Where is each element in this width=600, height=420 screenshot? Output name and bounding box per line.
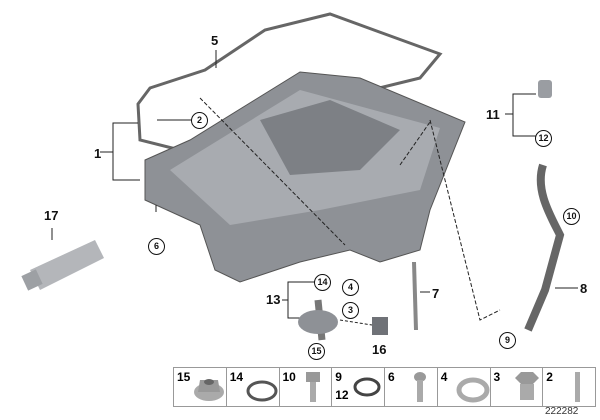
reference-number: 222282 (545, 406, 579, 417)
sensor-connector (372, 317, 388, 335)
small-parts-legend: 15 14 10 9 12 6 4 3 2 (173, 367, 596, 407)
callout-16: 16 (372, 342, 387, 357)
oil-level-sensor-base (298, 310, 338, 334)
bolt (412, 261, 418, 331)
callout-13: 13 (266, 292, 281, 307)
o-ring-icon (246, 380, 278, 402)
legend-cell: 15 (174, 368, 227, 406)
stud-icon (575, 372, 581, 402)
legend-label: 4 (440, 370, 448, 384)
callout-11: 11 (486, 107, 500, 122)
legend-cell: 3 (491, 368, 544, 406)
flange-bolt-icon (414, 372, 426, 402)
sealant-tube (30, 240, 104, 290)
legend-label: 2 (546, 370, 553, 384)
legend-label: 14 (229, 370, 244, 384)
legend-cell: 6 (385, 368, 438, 406)
legend-label: 6 (388, 370, 395, 384)
callout-2: 2 (191, 112, 208, 129)
oil-pan-sump (260, 100, 400, 175)
legend-cell: 4 (438, 368, 491, 406)
sealing-washer-icon (456, 377, 490, 403)
callout-9: 9 (499, 332, 516, 349)
hex-bolt-icon (305, 372, 320, 402)
dipstick-handle (538, 80, 552, 98)
callout-10: 10 (563, 208, 580, 225)
legend-label: 10 (282, 370, 296, 384)
leader-line (339, 319, 373, 326)
drain-plug-icon (514, 372, 539, 400)
callout-17: 17 (44, 208, 59, 223)
legend-cell: 10 (280, 368, 333, 406)
legend-label: 9 (335, 370, 342, 384)
callout-5: 5 (211, 33, 219, 48)
callout-12: 12 (535, 130, 552, 147)
bracket-line (100, 122, 140, 181)
callout-14: 14 (314, 274, 331, 291)
legend-cell: 2 (543, 368, 595, 406)
flange-nut-icon (194, 379, 224, 401)
o-ring-icon (353, 377, 381, 397)
callout-4: 4 (342, 279, 359, 296)
dipstick-guide-tube (524, 163, 565, 332)
callout-1: 1 (94, 146, 102, 161)
legend-cell: 9 12 (332, 368, 385, 406)
legend-cell: 14 (227, 368, 280, 406)
callout-15: 15 (308, 343, 325, 360)
sealant-tube-cap (21, 269, 43, 291)
legend-label: 3 (493, 370, 501, 384)
bracket-line (505, 93, 536, 137)
legend-label: 12 (335, 388, 349, 402)
callout-7: 7 (432, 286, 440, 301)
leader-line (199, 97, 346, 246)
callout-8: 8 (580, 281, 588, 296)
leader-line (429, 119, 501, 321)
leader-line (399, 121, 431, 166)
legend-label: 15 (177, 370, 191, 384)
callout-3: 3 (342, 302, 359, 319)
callout-6: 6 (148, 238, 165, 255)
